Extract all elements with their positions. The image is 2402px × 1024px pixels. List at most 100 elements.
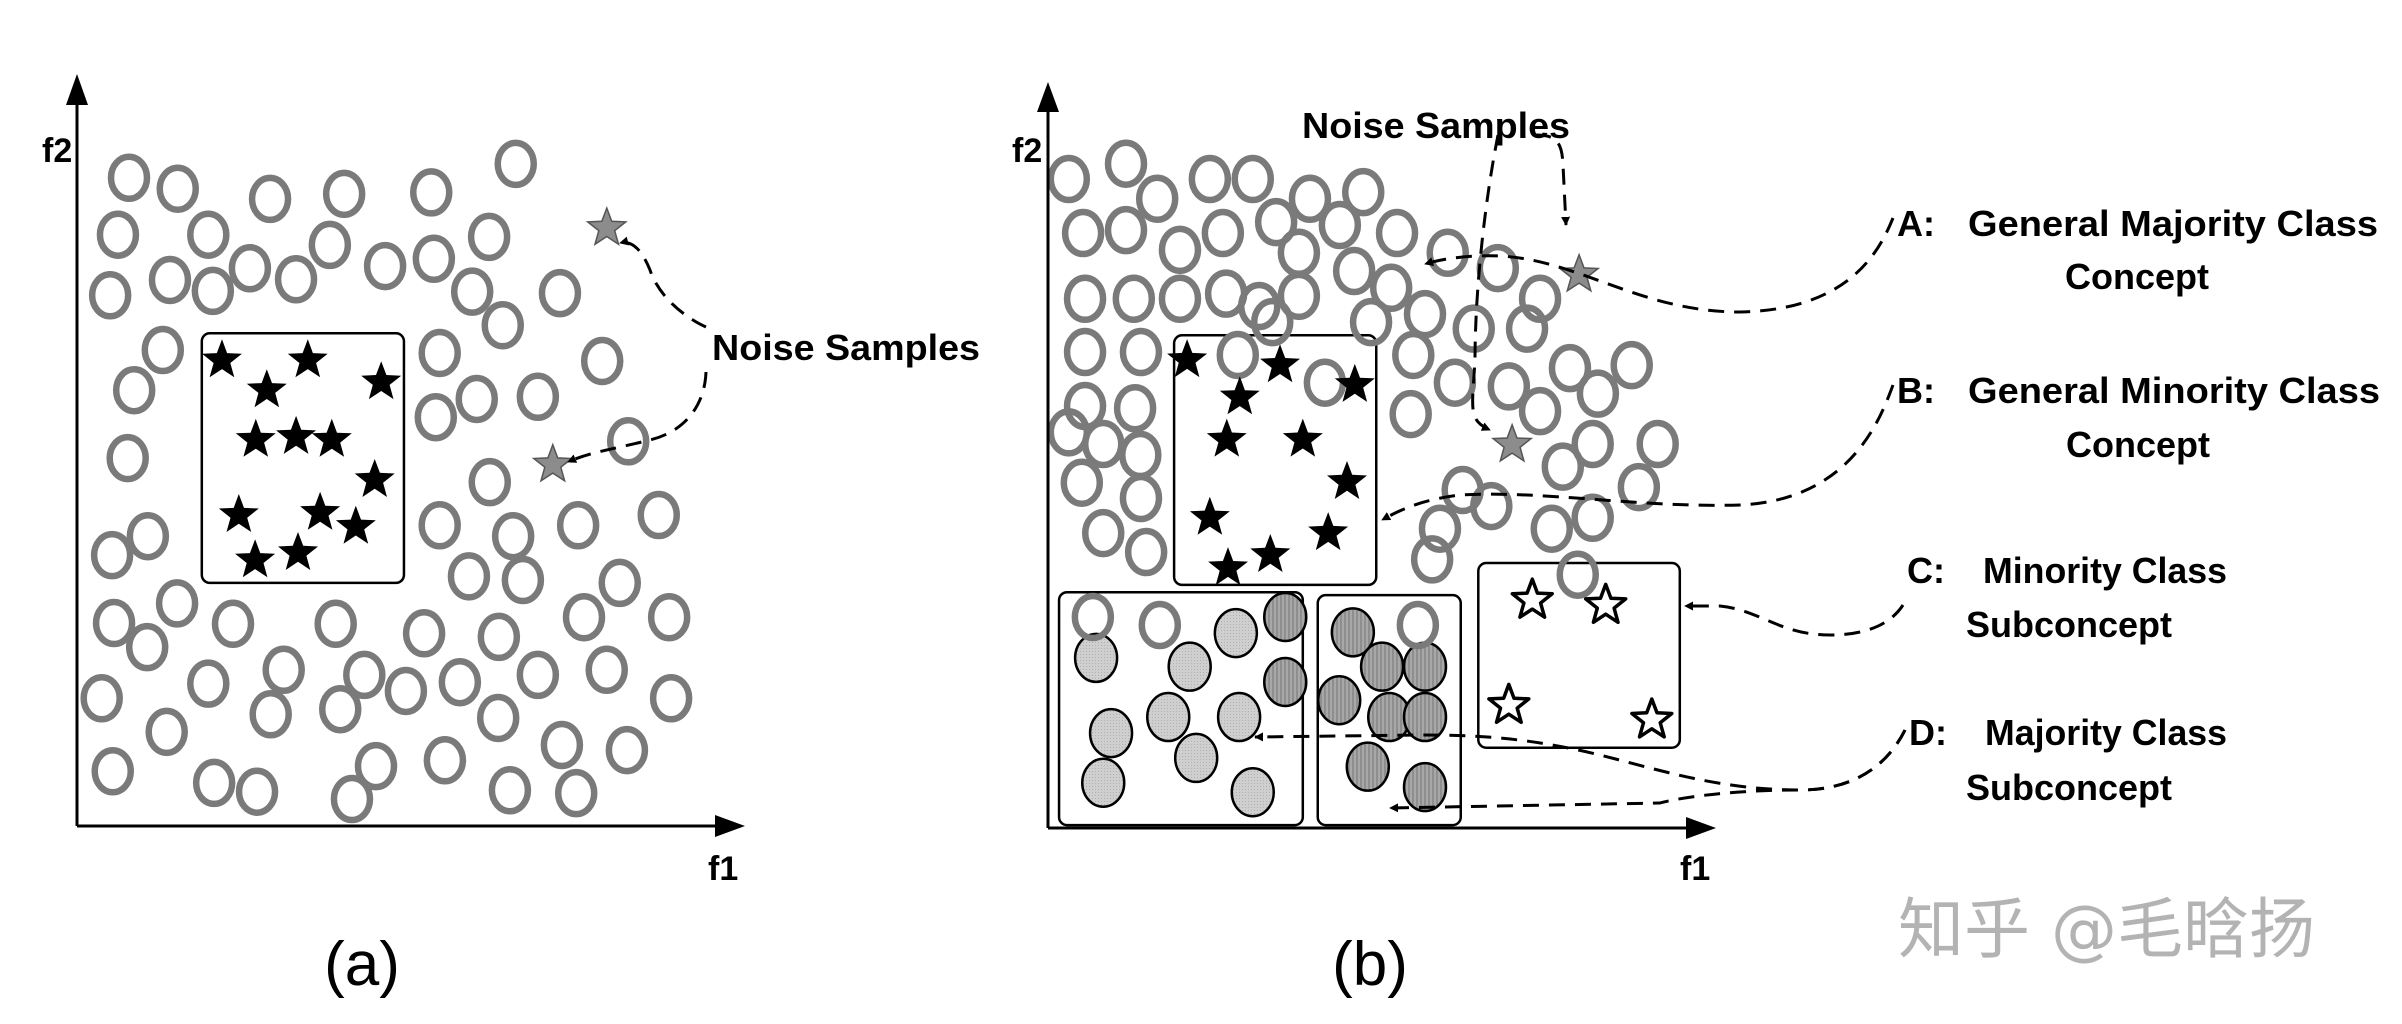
majority-sample-ring (90, 530, 134, 580)
majority-subconcept-sample (1167, 641, 1212, 692)
minority-sample-star (361, 361, 402, 400)
majority-sample-ring (412, 234, 456, 284)
majority-sample-ring (106, 433, 149, 483)
majority-sample-ring (1349, 297, 1393, 347)
majority-sample-ring (455, 374, 498, 424)
majority-sample-ring (80, 674, 123, 723)
majority-sample-ring (540, 720, 584, 770)
panel-b-caption: (b) (1332, 930, 1408, 999)
minority-sample-star (1260, 344, 1300, 383)
legend-b: B: General Minority Class Concept (1897, 370, 2380, 465)
arrow-a (1424, 217, 1895, 314)
majority-sample-ring (363, 241, 407, 291)
minority-sample-star (1206, 418, 1247, 457)
majority-sample-ring (481, 300, 524, 350)
minority-sample-star (235, 539, 276, 578)
majority-sample-ring (477, 612, 521, 662)
majority-sample-ring (92, 598, 136, 648)
legend-a-line2: Concept (2065, 256, 2209, 297)
minority-sample-star (218, 494, 259, 532)
majority-subconcept-box-1 (1057, 590, 1305, 827)
minority-box (200, 332, 406, 585)
majority-sample-ring (423, 736, 467, 785)
x-axis-label-a: f1 (708, 850, 738, 888)
majority-subconcept-sample (1230, 766, 1275, 818)
majority-sample-ring (554, 768, 598, 818)
majority-sample-ring (1104, 205, 1148, 255)
minority-sample-star (311, 418, 352, 457)
majority-sample-ring (126, 511, 170, 561)
noise-samples-label-b: Noise Samples (1302, 105, 1570, 146)
majority-subconcept-sample (1216, 691, 1262, 743)
majority-sample-ring (274, 254, 318, 304)
majority-sample-ring (1617, 462, 1661, 512)
legend-c: C: Minority Class Subconcept (1907, 550, 2227, 645)
majority-sample-ring (580, 336, 624, 386)
watermark: 知乎 @毛晗扬 (1898, 891, 2315, 968)
arrow-c (1684, 601, 1905, 637)
minority-sample-star (335, 505, 376, 544)
majority-sample-ring (647, 592, 691, 642)
majority-sample-ring (488, 765, 532, 815)
majority-sample-ring (1470, 481, 1513, 531)
x-axis-b (1048, 817, 1716, 839)
majority-sample-ring (1124, 527, 1168, 577)
panel-b: f2 f1 Noise Samples A: General Majority … (1012, 82, 2380, 999)
majority-sample-ring (145, 707, 188, 757)
majority-subconcept-sample (1402, 761, 1448, 813)
majority-sample-ring (1576, 369, 1620, 418)
series-majority (80, 139, 693, 824)
majority-sample-ring (1138, 600, 1182, 650)
minority-sample-star (246, 369, 287, 408)
majority-subconcept-sample (1173, 732, 1219, 784)
majority-sample-ring (1188, 154, 1232, 204)
majority-subconcept-sample (1081, 757, 1126, 808)
majority-sample-ring (414, 392, 458, 442)
majority-subconcept-box-2 (1316, 593, 1462, 827)
majority-sample-ring (1571, 419, 1614, 469)
noise-sample-star (585, 205, 628, 247)
majority-sample-ring (1418, 504, 1462, 553)
minority-sample-star (1208, 547, 1248, 586)
majority-sample-ring (156, 164, 199, 213)
noise-sample-star (531, 442, 574, 483)
majority-sample-ring (1238, 281, 1281, 331)
y-axis-a (66, 74, 88, 826)
majority-sample-ring (1158, 274, 1202, 323)
legend-a-line1: General Majority Class (1968, 203, 2378, 244)
majority-sample-ring (1389, 389, 1432, 439)
majority-sample-ring (1251, 297, 1294, 347)
majority-sample-ring (1303, 358, 1347, 407)
majority-sample-ring (1063, 274, 1107, 323)
majority-sample-ring (1433, 358, 1477, 407)
majority-sample-ring (1288, 174, 1332, 223)
noise-arrow-3 (1534, 133, 1571, 226)
y-axis-label-a: f2 (42, 132, 72, 170)
x-axis-a (77, 815, 745, 837)
majority-sample-ring (1318, 200, 1362, 250)
majority-sample-ring (1071, 592, 1115, 642)
majority-sample-ring (447, 552, 491, 601)
majority-sample-ring (1277, 228, 1321, 278)
majority-sample-ring (192, 758, 236, 808)
y-axis-label-b: f2 (1012, 132, 1042, 170)
legend-d-key: D: (1909, 712, 1947, 753)
majority-sample-ring (1396, 600, 1440, 650)
majority-sample-ring (1201, 208, 1245, 258)
panel-a-caption: (a) (324, 930, 400, 999)
majority-sample-ring (1082, 419, 1125, 469)
majority-sample-ring (191, 266, 235, 316)
majority-sample-ring (141, 325, 185, 375)
minority-sample-star (1308, 512, 1349, 551)
majority-sample-ring (155, 579, 199, 628)
majority-sample-ring (491, 511, 535, 561)
majority-sample-ring (228, 244, 272, 293)
majority-sample-ring (494, 139, 537, 189)
noise-samples-label-a: Noise Samples (712, 327, 980, 368)
minority-subconcept-star (1510, 577, 1554, 619)
majority-sample-ring (319, 684, 362, 734)
majority-sample-ring (107, 153, 151, 203)
majority-sample-ring (343, 650, 386, 700)
series-general-majority (1047, 139, 1679, 650)
